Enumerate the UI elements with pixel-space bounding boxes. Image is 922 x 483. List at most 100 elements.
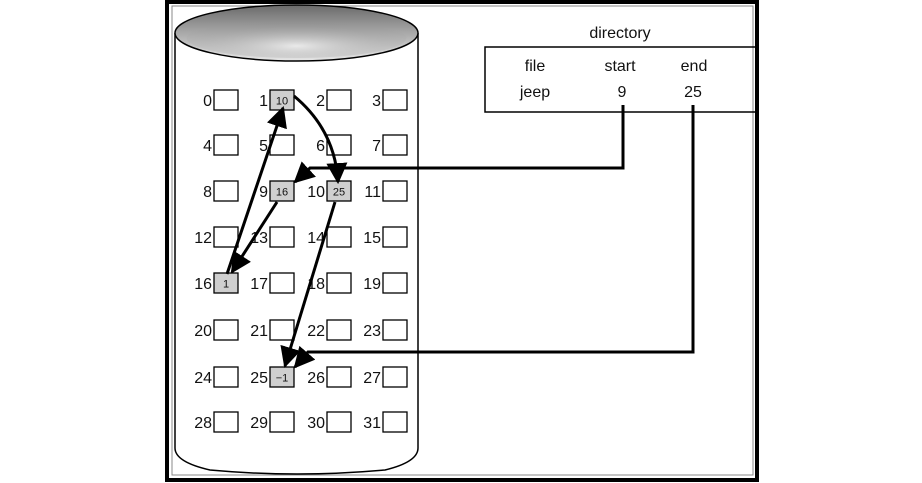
free-block-box <box>326 89 352 111</box>
disk-block: 27 <box>363 366 408 388</box>
next-pointer-value: −1 <box>276 373 289 385</box>
next-pointer-value: 10 <box>276 96 288 108</box>
free-block-box <box>213 89 239 111</box>
directory-cell-start: 9 <box>618 84 627 101</box>
block-number: 2 <box>316 93 325 110</box>
block-number: 12 <box>194 230 212 247</box>
block-number: 29 <box>250 415 268 432</box>
free-block-box <box>269 319 295 341</box>
used-block-box <box>269 180 295 202</box>
disk-block: 5 <box>259 134 295 156</box>
disk-block: 21 <box>250 319 295 341</box>
free-block-box <box>213 366 239 388</box>
block-number: 11 <box>364 184 381 201</box>
disk-block: 29 <box>250 411 295 433</box>
block-number: 0 <box>203 93 212 110</box>
block-number: 16 <box>194 276 212 293</box>
link-9-to-16 <box>230 201 279 274</box>
directory-header-end: end <box>681 58 708 75</box>
disk-block: 15 <box>363 226 408 248</box>
link-10-to-25 <box>280 201 337 369</box>
free-block-box <box>269 272 295 294</box>
block-number: 22 <box>307 323 325 340</box>
free-block-box <box>213 319 239 341</box>
next-pointer-value: 25 <box>333 187 345 199</box>
disk-block: 14 <box>307 226 352 248</box>
free-block-box <box>382 89 408 111</box>
free-block-box <box>382 319 408 341</box>
disk-block: 17 <box>250 272 295 294</box>
free-block-box <box>213 180 239 202</box>
directory-row: jeep 9 25 <box>519 84 702 101</box>
free-block-box <box>213 226 239 248</box>
block-number: 6 <box>316 138 325 155</box>
next-pointer-value: 1 <box>223 279 229 291</box>
start-pointer-arrow <box>293 105 625 184</box>
directory-header-start: start <box>604 58 636 75</box>
disk-block: 31 <box>363 411 408 433</box>
disk-block: 16 1 <box>194 272 239 294</box>
disk-block: 26 <box>307 366 352 388</box>
free-block-box <box>382 411 408 433</box>
block-number: 28 <box>194 415 212 432</box>
disk-block: 10 25 <box>307 180 352 202</box>
free-block-box <box>382 366 408 388</box>
directory-cell-end: 25 <box>684 84 702 101</box>
free-block-box <box>382 272 408 294</box>
end-pointer-arrow <box>293 105 695 369</box>
free-block-box <box>326 272 352 294</box>
block-number: 17 <box>250 276 268 293</box>
disk-block: 8 <box>203 180 239 202</box>
free-block-box <box>382 134 408 156</box>
block-number: 7 <box>372 138 381 155</box>
block-number: 20 <box>194 323 212 340</box>
disk-block: 24 <box>194 366 239 388</box>
directory-box <box>484 46 755 113</box>
block-number: 19 <box>363 276 381 293</box>
disk-block: 7 <box>372 134 408 156</box>
disk-block: 12 <box>194 226 239 248</box>
directory: directory file start end jeep 9 25 <box>484 25 755 113</box>
directory-cell-file: jeep <box>519 84 550 101</box>
block-number: 10 <box>307 184 325 201</box>
block-number: 14 <box>307 230 325 247</box>
disk-block: 4 <box>203 134 239 156</box>
free-block-box <box>269 411 295 433</box>
disk-block: 19 <box>363 272 408 294</box>
link-16-to-1 <box>225 106 287 275</box>
free-block-box <box>382 180 408 202</box>
disk-block: 23 <box>363 319 408 341</box>
disk-block: 9 16 <box>259 180 295 202</box>
block-number: 15 <box>363 230 381 247</box>
disk-block: 0 <box>203 89 239 111</box>
free-block-box <box>213 411 239 433</box>
free-block-box <box>269 226 295 248</box>
next-pointer-value: 16 <box>276 187 288 199</box>
disk-block: 22 <box>307 319 352 341</box>
block-number: 5 <box>259 138 268 155</box>
free-block-box <box>382 226 408 248</box>
block-number: 25 <box>250 370 268 387</box>
block-number: 31 <box>363 415 381 432</box>
directory-header-file: file <box>525 58 546 75</box>
disk-block: 30 <box>307 411 352 433</box>
free-block-box <box>213 134 239 156</box>
block-number: 23 <box>363 323 381 340</box>
block-number: 3 <box>372 93 381 110</box>
disk-block: 2 <box>316 89 352 111</box>
disk-block: 13 <box>250 226 295 248</box>
block-number: 24 <box>194 370 212 387</box>
directory-title: directory <box>589 25 650 42</box>
block-number: 21 <box>250 323 268 340</box>
free-block-box <box>326 411 352 433</box>
disk-block: 25 −1 <box>250 366 295 388</box>
block-number: 4 <box>203 138 212 155</box>
disk-block: 11 <box>364 180 408 202</box>
link-1-to-10 <box>293 94 348 185</box>
block-number: 9 <box>259 184 268 201</box>
free-block-box <box>326 366 352 388</box>
pointers <box>225 94 695 369</box>
